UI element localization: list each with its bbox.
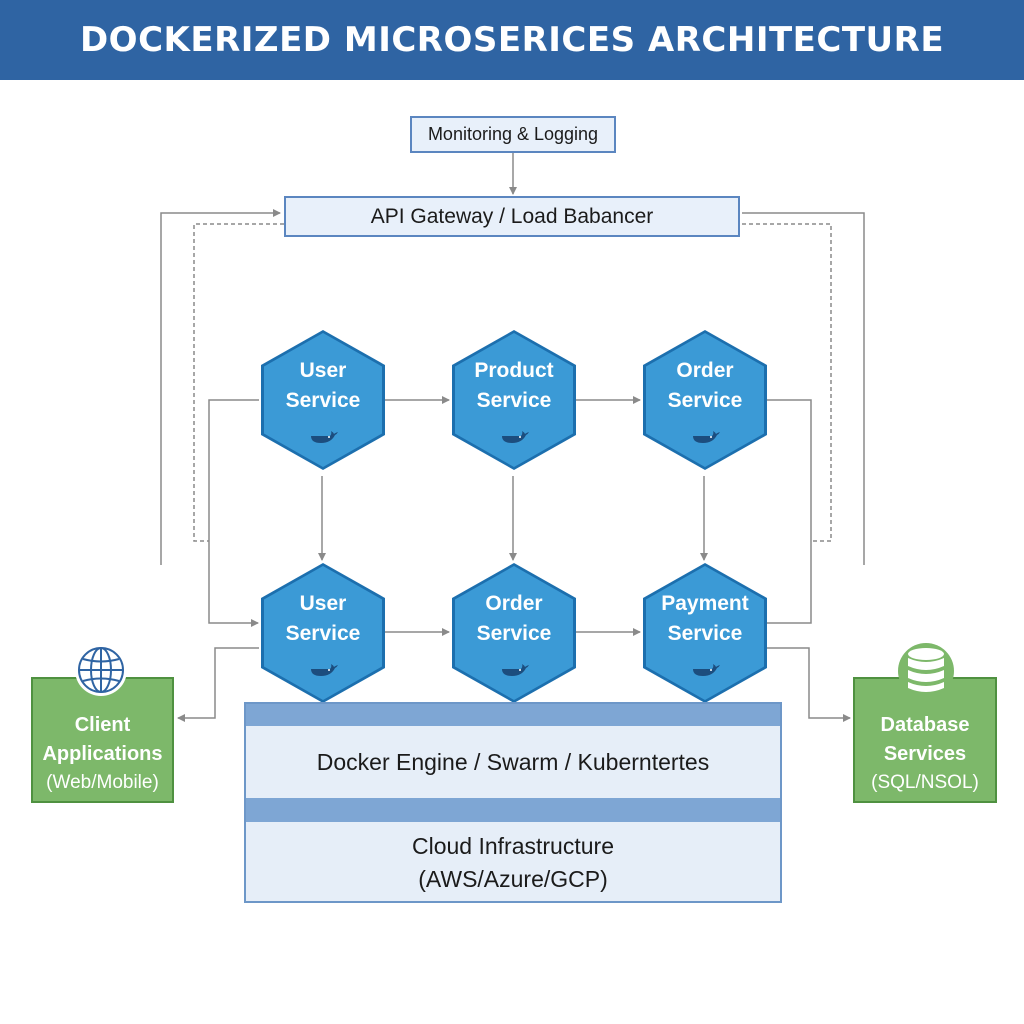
client-applications-box: Client Applications (Web/Mobile) xyxy=(31,677,174,803)
service-suffix: Service xyxy=(476,389,552,412)
docker-whale-icon xyxy=(311,664,338,676)
monitoring-logging-box: Monitoring & Logging xyxy=(410,116,616,153)
api-gateway-box: API Gateway / Load Babancer xyxy=(284,196,740,237)
docker-whale-icon xyxy=(693,664,720,676)
service-suffix: Service xyxy=(667,389,743,412)
platform-stripe xyxy=(246,704,780,726)
right-bracket-line xyxy=(767,399,812,624)
cloud-infrastructure-label: Cloud Infrastructure (AWS/Azure/GCP) xyxy=(246,830,780,896)
database-subtitle: (SQL/NSOL) xyxy=(871,772,979,793)
service-name: Product xyxy=(474,359,554,382)
client-label: Client xyxy=(74,714,131,736)
globe-icon xyxy=(75,644,127,696)
right-dashed-loop xyxy=(742,223,832,542)
service-name: User xyxy=(299,359,347,382)
docker-whale-icon xyxy=(502,431,529,443)
docker-engine-label: Docker Engine / Swarm / Kuberntertes xyxy=(316,748,710,775)
platform-stack: Docker Engine / Swarm / Kuberntertes Clo… xyxy=(244,702,782,903)
cloud-title: Cloud Infrastructure xyxy=(412,833,614,859)
left-dashed-loop xyxy=(193,223,284,542)
service-suffix: Service xyxy=(285,389,361,412)
database-label-2: Services xyxy=(883,743,967,765)
client-subtitle: (Web/Mobile) xyxy=(46,772,159,793)
platform-stripe xyxy=(246,798,780,822)
title-bar: DOCKERIZED MICROSERICES ARCHITECTURE xyxy=(0,0,1024,80)
service-name: Order xyxy=(676,359,734,382)
service-suffix: Service xyxy=(667,622,743,645)
left-bracket-line xyxy=(208,399,259,627)
right-outer-line xyxy=(742,212,865,565)
client-label-2: Applications xyxy=(42,743,163,765)
service-name: Payment xyxy=(661,592,749,615)
docker-whale-icon xyxy=(311,431,338,443)
to-client-arrow xyxy=(177,647,259,722)
docker-whale-icon xyxy=(693,431,720,443)
service-name: Order xyxy=(485,592,543,615)
cloud-providers: (AWS/Azure/GCP) xyxy=(418,866,608,892)
service-suffix: Service xyxy=(476,622,552,645)
service-name: User xyxy=(299,592,347,615)
diagram-title: DOCKERIZED MICROSERICES ARCHITECTURE xyxy=(79,20,945,60)
service-suffix: Service xyxy=(285,622,361,645)
to-database-arrow xyxy=(767,647,851,722)
docker-whale-icon xyxy=(502,664,529,676)
database-icon xyxy=(898,643,954,699)
database-label: Database xyxy=(880,714,970,736)
left-outer-line xyxy=(160,209,281,565)
